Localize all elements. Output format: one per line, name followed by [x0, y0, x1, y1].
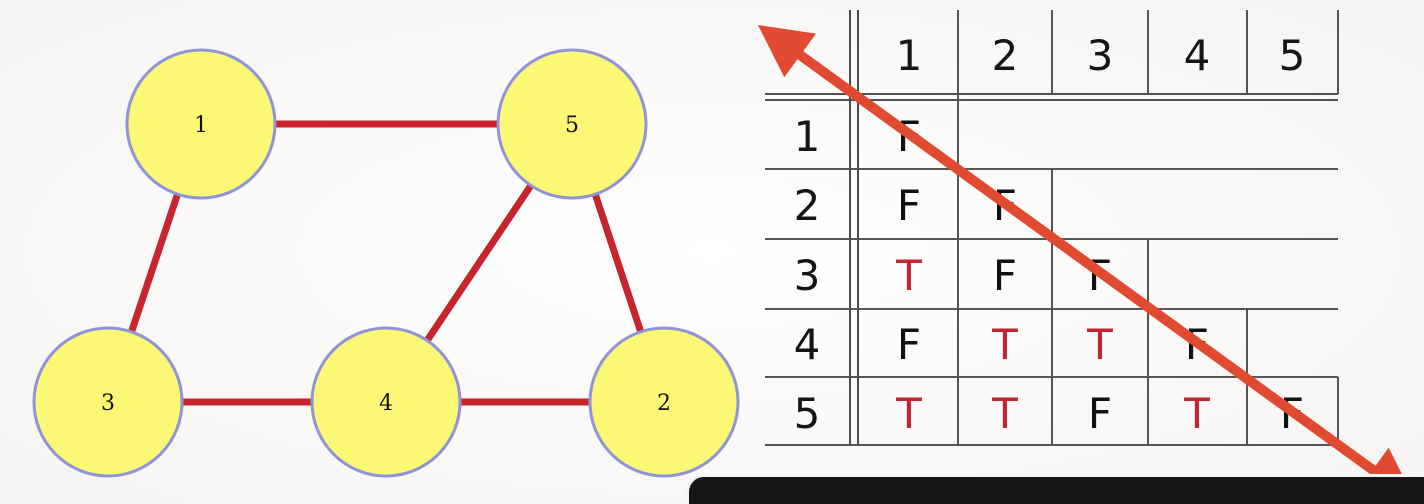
- column-header-4: 4: [1184, 31, 1211, 80]
- node-label-1: 1: [194, 113, 208, 138]
- matrix-cell-5-1: T: [895, 389, 922, 438]
- node-circle-5: [496, 48, 648, 200]
- row-header-3: 3: [794, 251, 821, 300]
- row-header-2: 2: [794, 181, 821, 230]
- row-header-5: 5: [794, 389, 821, 438]
- row-header-1: 1: [794, 112, 821, 161]
- node-4: 4: [310, 326, 462, 478]
- arrow-head-top-left: [758, 25, 816, 78]
- node-label-4: 4: [379, 391, 393, 416]
- row-header-4: 4: [794, 320, 821, 369]
- node-label-3: 3: [101, 391, 115, 416]
- node-label-5: 5: [565, 113, 579, 138]
- node-2: 2: [588, 326, 740, 478]
- node-circle-3: [32, 326, 184, 478]
- column-header-5: 5: [1279, 31, 1306, 80]
- graph-nodes: 1 5 3 4 2: [32, 48, 740, 478]
- matrix-cell-3-2: F: [993, 251, 1017, 300]
- matrix-cell-5-4: T: [1183, 389, 1210, 438]
- matrix-cell-5-3: F: [1088, 389, 1112, 438]
- arrow-shaft: [773, 34, 1400, 491]
- column-header-1: 1: [896, 31, 923, 80]
- column-header-2: 2: [992, 31, 1019, 80]
- node-3: 3: [32, 326, 184, 478]
- node-1: 1: [125, 48, 277, 200]
- adjacency-matrix: 123451F2FF3TFF4FTTF5TTFTF: [765, 10, 1339, 446]
- node-circle-1: [125, 48, 277, 200]
- node-circle-2: [588, 326, 740, 478]
- node-circle-4: [310, 326, 462, 478]
- matrix-cell-4-2: T: [991, 320, 1018, 369]
- matrix-cell-3-1: T: [895, 251, 922, 300]
- matrix-cell-4-1: F: [897, 320, 921, 369]
- node-label-2: 2: [657, 391, 671, 416]
- node-5: 5: [496, 48, 648, 200]
- column-header-3: 3: [1087, 31, 1114, 80]
- matrix-cell-4-3: T: [1086, 320, 1113, 369]
- bottom-dark-panel: [686, 474, 1424, 504]
- matrix-cell-2-1: F: [897, 181, 921, 230]
- matrix-cell-5-2: T: [991, 389, 1018, 438]
